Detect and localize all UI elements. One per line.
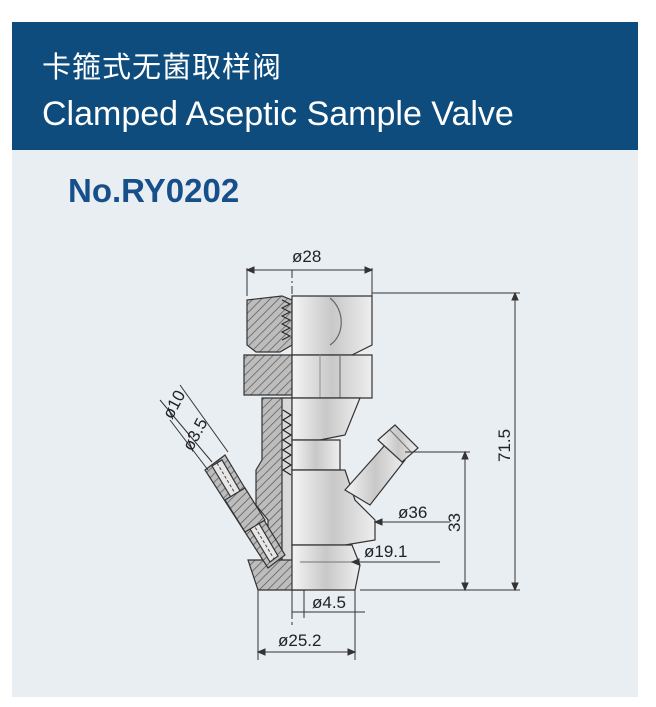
- side-port-left: [204, 454, 286, 569]
- outside-view-right-half: [291, 295, 419, 591]
- label-flange-diameter: ø36: [398, 503, 427, 522]
- dim-port-diameters: [159, 384, 229, 471]
- label-port-height: 33: [445, 513, 464, 532]
- product-card: 卡箍式无菌取样阀 Clamped Aseptic Sample Valve No…: [12, 22, 638, 697]
- title-banner: 卡箍式无菌取样阀 Clamped Aseptic Sample Valve: [12, 22, 638, 150]
- valve-technical-drawing: ø28 71.5 33 ø36 ø19.1: [159, 247, 520, 660]
- label-top-diameter: ø28: [292, 247, 321, 266]
- dim-clamp-diameter: [256, 590, 357, 660]
- label-clamp-diameter: ø25.2: [278, 631, 321, 650]
- title-chinese: 卡箍式无菌取样阀: [42, 50, 283, 84]
- label-bore-diameter: ø19.1: [364, 542, 407, 561]
- label-total-height: 71.5: [495, 429, 514, 462]
- model-number: No.RY0202: [68, 172, 240, 209]
- dim-flange-diameter: [373, 518, 450, 526]
- label-inner-small: ø4.5: [312, 593, 346, 612]
- label-port-inner-diameter: ø3.5: [179, 415, 212, 454]
- dim-top-diameter: [245, 266, 374, 296]
- dim-bore-diameter: [350, 558, 440, 566]
- dim-port-height: [405, 450, 470, 592]
- dim-inner-small: [291, 590, 365, 618]
- title-english: Clamped Aseptic Sample Valve: [42, 95, 514, 133]
- dim-total-height: [360, 291, 520, 592]
- section-left-half: [243, 295, 306, 591]
